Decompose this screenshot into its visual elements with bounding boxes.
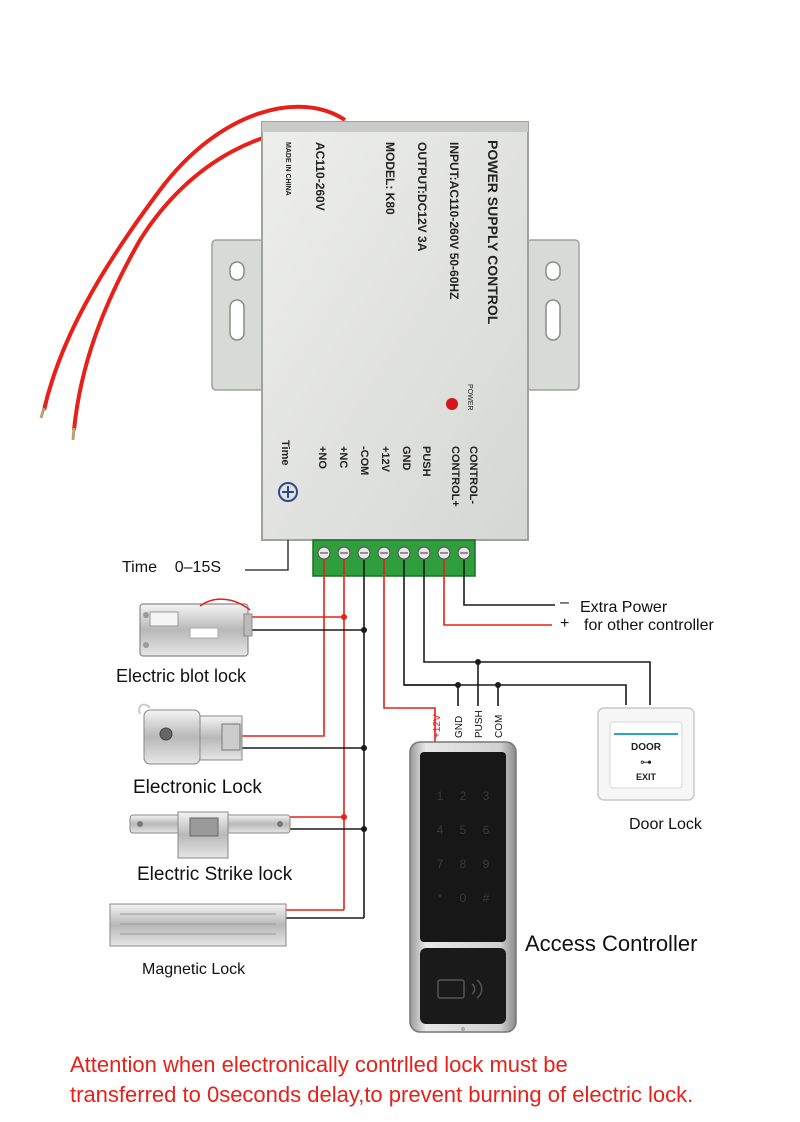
terminal-label-7: +NO — [316, 446, 328, 469]
terminal-block — [312, 539, 476, 577]
terminal-label-0: CONTROL- — [467, 446, 479, 504]
flange-holes — [229, 261, 561, 341]
reader-label-1: GND — [454, 716, 465, 738]
terminal-label-1: CONTROL+ — [449, 446, 461, 507]
psu-power-label: POWER — [466, 384, 473, 410]
terminal-label-3: GND — [400, 446, 412, 471]
attention-line-2: transferred to 0seconds delay,to prevent… — [70, 1082, 694, 1107]
time-knob-icon — [278, 482, 298, 502]
keypad-key-5: 6 — [483, 823, 490, 837]
reader-label-3: COM — [494, 715, 505, 738]
psu-input: INPUT:AC110-260V 50-60HZ — [447, 142, 461, 299]
terminal-label-5: -COM — [358, 446, 370, 475]
keypad-key-6: 7 — [437, 857, 444, 871]
terminal-label-6: +NC — [337, 446, 349, 468]
exit-button-exit-text: EXIT — [636, 772, 657, 782]
electric-strike-lock-image — [129, 811, 291, 859]
psu-ac-range: AC110-260V — [313, 142, 327, 211]
reader-label-2: PUSH — [474, 710, 485, 738]
reader-label-0: +12V — [432, 714, 443, 738]
access-controller-label: Access Controller — [525, 931, 698, 956]
keypad-key-7: 8 — [460, 857, 467, 871]
door-lock-label: Door Lock — [629, 816, 702, 833]
keypad-key-8: 9 — [483, 857, 490, 871]
psu-time-label: Time — [279, 440, 291, 465]
other-controller-label: for other controller — [584, 617, 714, 634]
keypad-key-3: 4 — [437, 823, 444, 837]
wire-tips — [39, 407, 76, 441]
psu-made-in: MADE IN CHINA — [284, 142, 291, 196]
terminal-label-4: +12V — [379, 446, 391, 473]
keypad-key-4: 5 — [460, 823, 467, 837]
extra-power-plus: + — [560, 615, 570, 632]
psu-output: OUTPUT:DC12V 3A — [415, 142, 429, 252]
wire-junctions — [341, 614, 501, 832]
reader-terminal-labels: +12V GND PUSH COM — [432, 710, 505, 738]
keypad-key-9: * — [438, 891, 443, 905]
key-icon: ⊶ — [640, 755, 652, 769]
extra-power-minus: – — [560, 594, 569, 611]
electronic-lock-image — [138, 703, 243, 765]
electric-bolt-lock-image — [139, 598, 253, 657]
electronic-lock-label: Electronic Lock — [133, 777, 262, 798]
exit-button-door-text: DOOR — [631, 742, 662, 753]
keypad-key-0: 1 — [437, 789, 444, 803]
keypad-key-1: 2 — [460, 789, 467, 803]
keypad: 1 2 3 4 5 6 7 8 9 * 0 # — [437, 789, 490, 905]
access-controller-image — [409, 741, 517, 1033]
strike-lock-label: Electric Strike lock — [137, 864, 293, 885]
door-exit-button-image: DOOR ⊶ EXIT — [597, 707, 695, 801]
terminal-labels: CONTROL- CONTROL+ PUSH GND +12V -COM +NC +NO — [316, 446, 479, 507]
attention-note: Attention when electronically contrlled … — [70, 1050, 790, 1110]
bolt-lock-label: Electric blot lock — [116, 666, 247, 686]
psu-model: MODEL: K80 — [383, 142, 397, 215]
magnetic-lock-label: Magnetic Lock — [142, 961, 246, 978]
magnetic-lock-image — [109, 903, 287, 947]
keypad-key-11: # — [483, 891, 490, 905]
power-led — [446, 398, 458, 410]
keypad-key-10: 0 — [460, 891, 467, 905]
time-range-label: Time 0–15S — [122, 559, 222, 576]
attention-line-1: Attention when electronically contrlled … — [70, 1052, 568, 1077]
extra-power-label: Extra Power — [580, 599, 668, 616]
keypad-key-2: 3 — [483, 789, 490, 803]
psu-title: POWER SUPPLY CONTROL — [485, 140, 501, 325]
terminal-screws — [317, 546, 471, 560]
terminal-label-2: PUSH — [420, 446, 432, 477]
time-indicator-line — [245, 540, 289, 571]
